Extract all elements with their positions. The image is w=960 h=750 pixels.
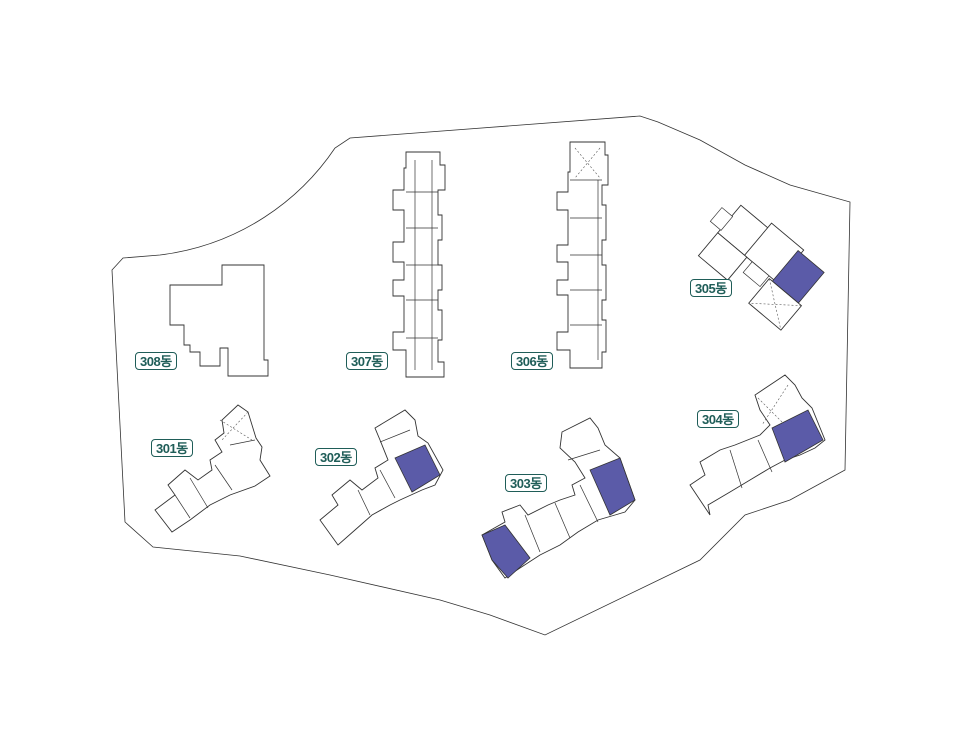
highlight-unit — [771, 409, 824, 463]
highlight-unit — [589, 457, 636, 516]
building-label-303[interactable]: 303동 — [505, 474, 547, 492]
building-label-306[interactable]: 306동 — [511, 352, 553, 370]
building-301[interactable] — [154, 404, 271, 533]
building-304[interactable] — [689, 374, 826, 516]
building-306[interactable] — [556, 141, 609, 369]
void-marker — [574, 147, 601, 179]
building-label-308[interactable]: 308동 — [135, 352, 177, 370]
building-label-304[interactable]: 304동 — [697, 410, 739, 428]
building-label-305[interactable]: 305동 — [690, 279, 732, 297]
building-label-302[interactable]: 302동 — [315, 448, 357, 466]
highlight-unit — [394, 444, 441, 493]
building-308[interactable] — [169, 264, 269, 377]
building-303[interactable] — [481, 417, 636, 579]
building-302[interactable] — [319, 409, 444, 546]
site-boundary — [111, 115, 851, 636]
building-307[interactable] — [392, 151, 446, 378]
building-305[interactable] — [686, 192, 830, 331]
highlight-unit — [481, 524, 531, 579]
building-label-307[interactable]: 307동 — [346, 352, 388, 370]
building-label-301[interactable]: 301동 — [151, 439, 193, 457]
